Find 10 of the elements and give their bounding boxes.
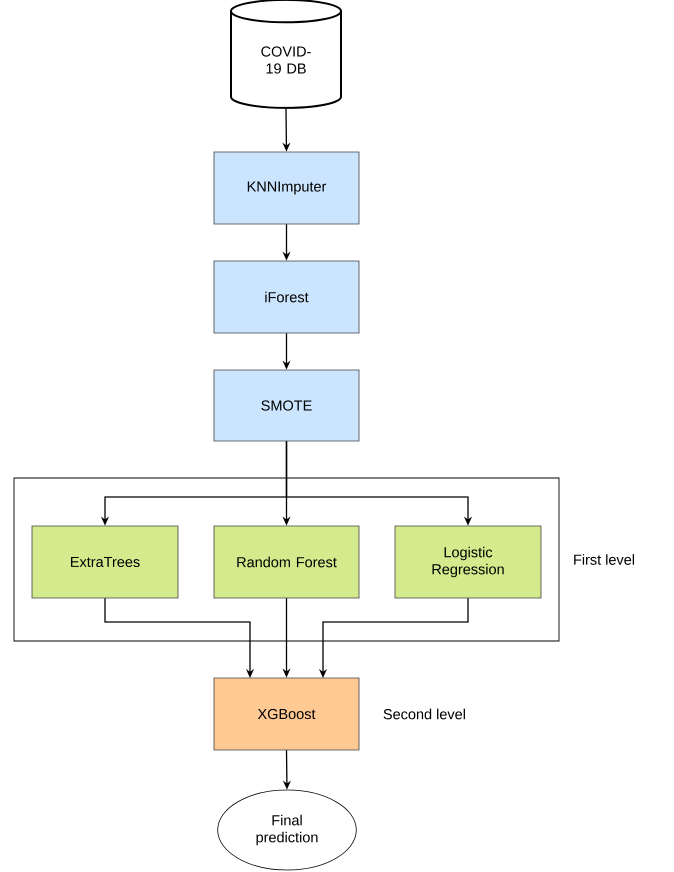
meta-model-box: XGBoost xyxy=(214,678,360,750)
node-label: First level xyxy=(574,554,634,565)
side-label: Second level xyxy=(384,708,465,720)
process-box: SMOTE xyxy=(214,370,360,442)
model-box: Logistic Regression xyxy=(394,526,542,598)
process-box: KNNImputer xyxy=(214,152,360,224)
model-box: Random Forest xyxy=(214,526,360,598)
model-box: ExtraTrees xyxy=(32,526,178,598)
database-cylinder: COVID-19 DB xyxy=(230,0,342,109)
process-box: iForest xyxy=(214,260,360,334)
